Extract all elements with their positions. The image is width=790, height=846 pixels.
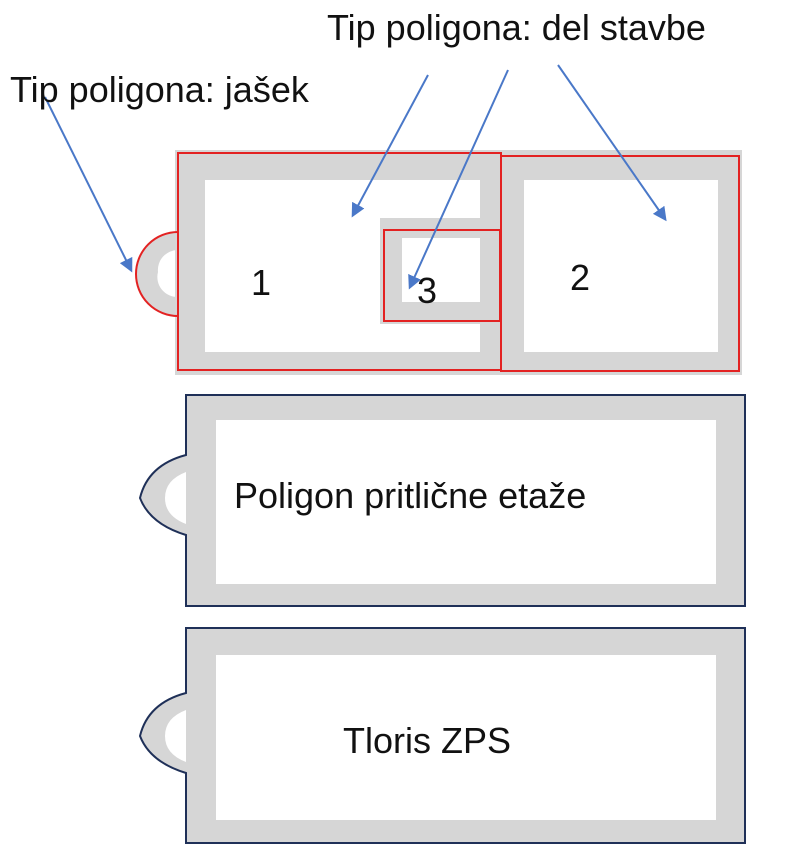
ground-floor-outline [138, 394, 746, 607]
inner-room-walls [380, 218, 512, 324]
ground-floor-plan [138, 394, 746, 607]
left-room-walls [175, 150, 502, 375]
label-polygon-type-building-part: Tip poligona: del stavbe [327, 7, 706, 48]
polygon-3-outline [383, 229, 501, 322]
label-polygon-type-shaft: Tip poligona: jašek [10, 69, 309, 110]
polygon-2-outline [500, 155, 740, 372]
zps-walls [140, 628, 745, 843]
arrow-polygon-3 [408, 69, 509, 290]
arrow-polygon-1 [351, 74, 429, 218]
shaft-wall [136, 232, 178, 316]
ground-floor-polygon-label: Poligon pritlične etaže [234, 475, 587, 516]
polygon-1-number: 1 [251, 262, 272, 303]
polygon-3-number: 3 [417, 270, 438, 311]
right-room-walls [502, 150, 742, 375]
zps-outline [138, 627, 746, 844]
zps-floor-plan [138, 627, 746, 844]
ground-floor-walls [140, 395, 745, 606]
arrow-shaft [44, 96, 133, 273]
zps-floor-plan-label: Tloris ZPS [343, 720, 512, 761]
zps-shaft-hole [165, 710, 186, 762]
annotation-arrows [44, 64, 667, 290]
shaft-polygon-outline [135, 231, 179, 317]
top-floor-plan [135, 150, 742, 375]
polygon-1-outline [177, 152, 502, 371]
ground-floor-shaft-hole [165, 472, 186, 524]
arrow-polygon-2 [557, 64, 667, 222]
polygon-2-number: 2 [570, 257, 591, 298]
